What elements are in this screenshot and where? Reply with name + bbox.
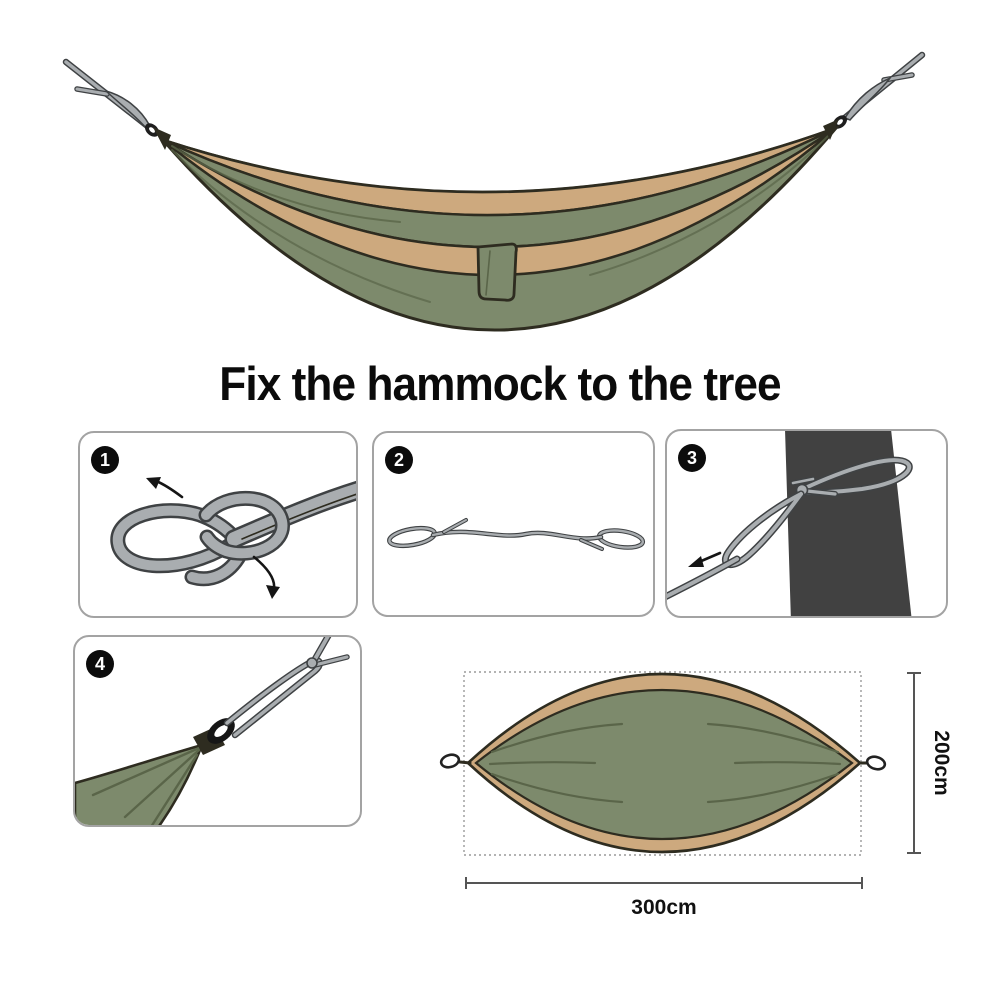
left-tip-loop-icon [439, 753, 472, 769]
hammock-size-diagram: 300cm 200cm [439, 671, 953, 919]
right-carabiner-icon [833, 115, 847, 129]
width-dimension: 300cm [465, 877, 863, 919]
height-dimension: 200cm [907, 672, 953, 854]
step-1-badge: 1 [91, 446, 119, 474]
right-tip-loop-icon [858, 755, 887, 771]
tree-trunk [785, 431, 912, 616]
step-2-badge: 2 [385, 446, 413, 474]
height-label: 200cm [930, 730, 953, 795]
rope-with-end-loops-icon [387, 518, 646, 551]
page-title: Fix the hammock to the tree [219, 357, 781, 410]
step-3-badge: 3 [678, 444, 706, 472]
step-4-badge: 4 [86, 650, 114, 678]
left-carabiner-icon [145, 123, 159, 137]
step-panel-3: 3 [665, 429, 948, 618]
left-rope [62, 58, 154, 132]
hanging-hammock-illustration [62, 51, 926, 332]
hammock-end-clipped-to-rope-icon [75, 637, 350, 825]
step-panel-4: 4 [73, 635, 362, 827]
hammock-fabric [153, 119, 841, 332]
rope-tied-around-tree-icon [667, 431, 913, 616]
step-panel-2: 2 [372, 431, 655, 617]
right-rope [837, 51, 926, 125]
hammock-pocket [476, 242, 518, 302]
loop-knot-in-strap-icon [110, 477, 356, 599]
width-label: 300cm [631, 896, 696, 919]
step-panel-1: 1 [78, 431, 358, 618]
